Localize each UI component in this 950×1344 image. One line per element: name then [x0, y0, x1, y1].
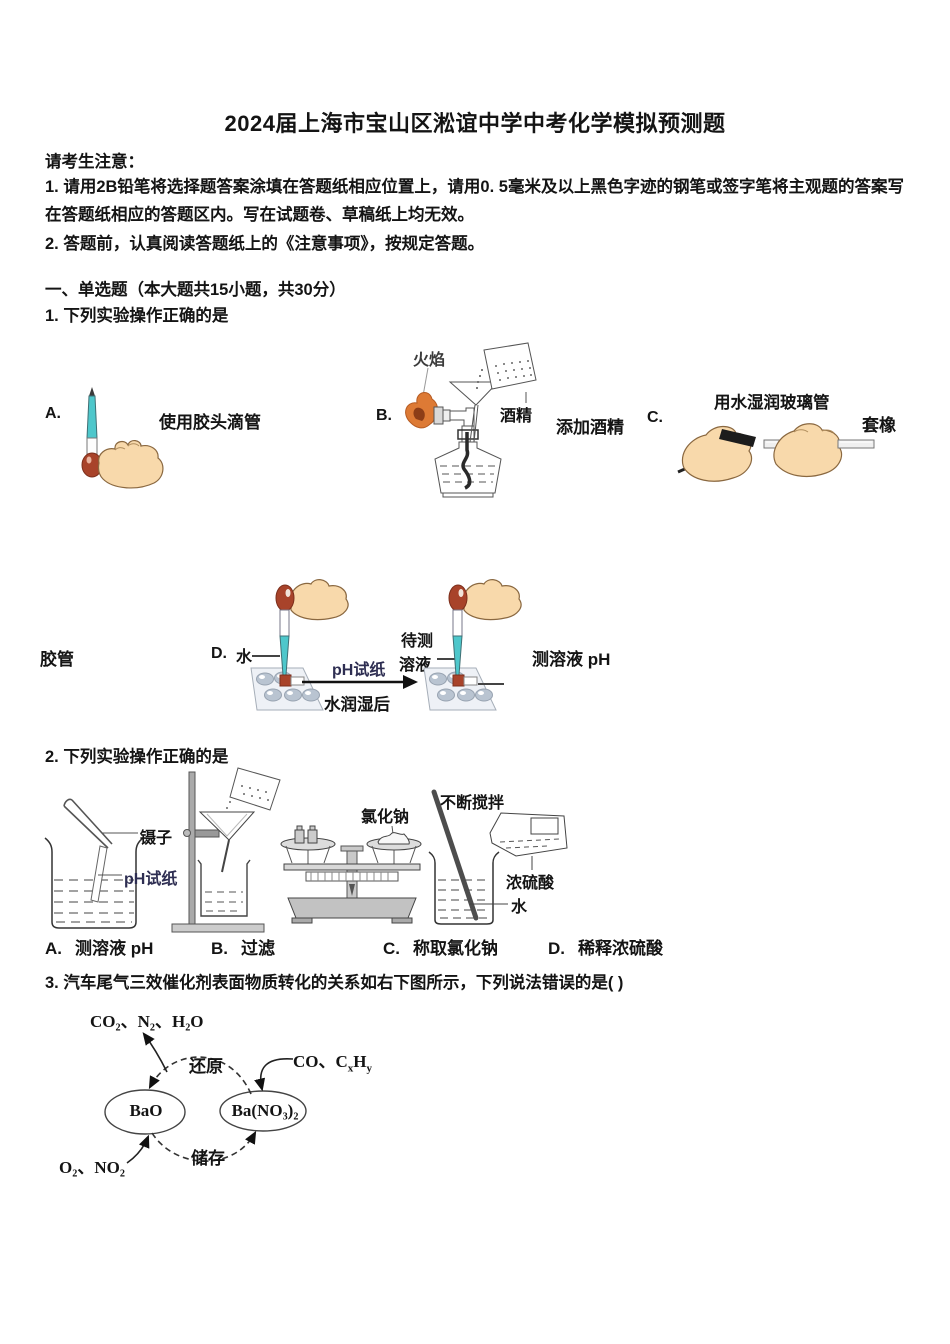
- right-hand-shape: [773, 423, 843, 477]
- q1-option-a-caption: 使用胶头滴管: [159, 413, 261, 432]
- q2-option-b-letter: B.: [211, 939, 228, 958]
- q2-option-d-letter: D.: [548, 939, 565, 958]
- q2-ph-test-figure: [44, 798, 144, 929]
- q3-node-bao: BaO: [129, 1101, 163, 1120]
- q3-exhaust-formula: CO₂、N₂、H₂O: [90, 1012, 204, 1031]
- q1-option-d-caption: 测溶液 pH: [532, 650, 611, 669]
- reduce-arrow: [148, 1056, 252, 1095]
- q3-cycle-diagram: [104, 1032, 307, 1164]
- balance-base-shape: [287, 897, 417, 919]
- co-in-arrow: [254, 1058, 294, 1092]
- q3-store-label: 储存: [191, 1149, 225, 1168]
- wick-shape: [461, 432, 472, 490]
- q1-flame-label: 火焰: [413, 352, 446, 369]
- beaker-shape: [44, 837, 144, 929]
- q1-dropper-in-hand-figure: [81, 387, 164, 489]
- q1-option-a-letter: A.: [45, 405, 61, 422]
- balance-beam-shape: [283, 863, 421, 871]
- hand-shape: [290, 579, 349, 621]
- notice-heading: 请考生注意：: [45, 153, 144, 171]
- dropper-tip-line: [478, 683, 504, 685]
- beaker-shape: [428, 851, 500, 925]
- pouring-beaker-shape: [229, 767, 281, 811]
- q2-option-a-letter: A.: [45, 939, 62, 958]
- q1-water-label: 水: [236, 649, 253, 666]
- q2-water-label: 水: [511, 899, 528, 916]
- q2-nacl-label: 氯化钠: [361, 809, 410, 826]
- water-leader-line: [252, 655, 280, 657]
- ph-paper-strip-shape: [90, 845, 108, 903]
- q3-node-banitrate: Ba(NO₃)₂: [231, 1101, 299, 1120]
- q2-balance-figure: [280, 825, 422, 924]
- notice-line-2: 2. 答题前，认真阅读答题纸上的《注意事项》，按规定答题。: [45, 235, 485, 253]
- q2-ph-paper-label: pH试纸: [124, 871, 178, 888]
- q1-stem: 1. 下列实验操作正确的是: [45, 307, 229, 325]
- q1-wet-tube-label: 用水湿润玻璃管: [714, 394, 830, 412]
- q2-acid-label: 浓硫酸: [506, 875, 555, 892]
- hand-shape: [97, 440, 164, 489]
- lamp-body-shape: [434, 441, 502, 494]
- exhaust-out-arrow: [142, 1032, 168, 1073]
- q3-stem: 3. 汽车尾气三效催化剂表面物质转化的关系如右下图所示，下列说法错误的是( ): [45, 974, 624, 992]
- q1-alcohol-lamp-figure: [405, 342, 537, 498]
- q1-option-b-letter: B.: [376, 407, 392, 424]
- q1-option-d-letter: D.: [211, 645, 227, 662]
- rubber-tube-shape: [719, 429, 756, 447]
- document-title: 2024届上海市宝山区淞谊中学中考化学模拟预测题: [224, 111, 726, 136]
- q1-test-solution-label-line2: 溶液: [399, 657, 432, 674]
- q1-option-c-letter: C.: [647, 409, 663, 426]
- q2-option-a-caption: A.测溶液 pH: [45, 939, 154, 958]
- q1-ph-paper-label: pH试纸: [332, 662, 386, 679]
- q1-dropper-plate-figure-right: [423, 579, 522, 711]
- q1-option-c-caption-line2: 胶管: [40, 650, 74, 669]
- bao-node-shape: [104, 1089, 186, 1135]
- stand-base-shape: [171, 923, 265, 933]
- process-arrow: [302, 675, 418, 689]
- tweezers-shape: [63, 798, 113, 849]
- q1-hands-with-tubes-figure: [677, 423, 875, 482]
- salt-pile-shape: [377, 832, 410, 845]
- q1-dropper-plate-figure-left: [250, 579, 349, 711]
- q1-option-c-caption-line1: 套橡: [862, 416, 896, 435]
- pouring-cup-shape: [483, 342, 537, 390]
- q2-tweezers-label: 镊子: [140, 830, 173, 847]
- test-solution-leader-line: [437, 658, 459, 660]
- q2-option-b-caption: B.过滤: [211, 939, 275, 958]
- q3-co-formula: CO、CxHy: [293, 1052, 373, 1075]
- q2-filtration-figure: [171, 767, 281, 933]
- q1-after-wet-label: 水润湿后: [324, 696, 390, 714]
- q2-stir-label: 不断搅拌: [440, 795, 505, 812]
- stirring-rod-shape: [431, 789, 479, 921]
- q2-option-c-caption: C.称取氯化钠: [383, 939, 498, 958]
- hand-shape: [463, 579, 522, 621]
- q2-option-d-caption: D.稀释浓硫酸: [548, 939, 663, 958]
- q2-option-c-letter: C.: [383, 939, 400, 958]
- q2-dilution-figure: [428, 789, 568, 925]
- q1-test-solution-label-line1: 待测: [401, 633, 434, 650]
- q3-intake-formula: O₂、NO₂: [59, 1158, 125, 1177]
- funnel-shape: [198, 811, 256, 841]
- section-heading: 一、单选题（本大题共15小题，共30分）: [45, 281, 346, 299]
- q1-option-b-caption: 添加酒精: [556, 418, 624, 437]
- stand-pole-shape: [188, 771, 196, 925]
- notice-line-1: 1. 请用2B铅笔将选择题答案涂填在答题纸相应位置上，请用0. 5毫米及以上黑色…: [45, 178, 904, 224]
- q3-reduce-label: 还原: [189, 1057, 223, 1076]
- intake-arrow: [126, 1134, 150, 1164]
- store-arrow: [151, 1130, 257, 1162]
- q2-stem: 2. 下列实验操作正确的是: [45, 748, 229, 766]
- q1-alcohol-label: 酒精: [500, 408, 533, 425]
- receiving-beaker-shape: [197, 859, 251, 917]
